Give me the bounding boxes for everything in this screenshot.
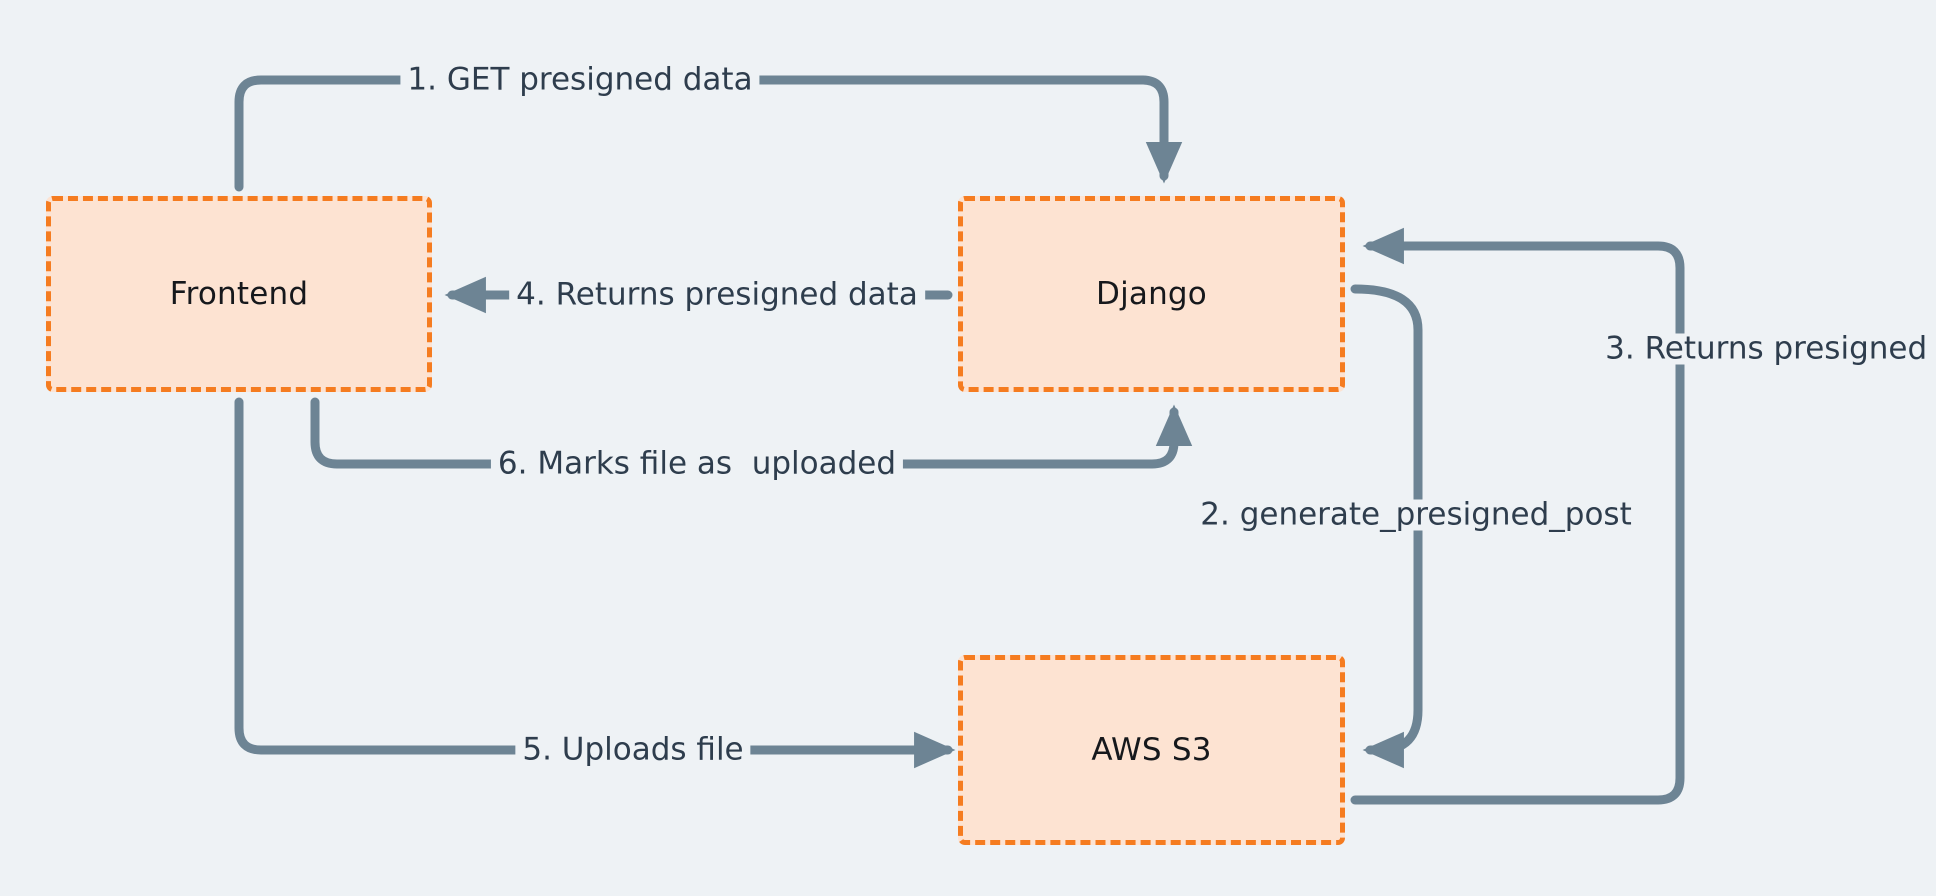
edge-3-path <box>1350 227 1685 805</box>
edge-label-2: 2. generate_presigned_post <box>1193 499 1639 531</box>
edge-label-3: 3. Returns presigned data <box>1598 333 1936 365</box>
edge-label-5: 5. Uploads file <box>515 734 751 766</box>
edge-label-6: 6. Marks file as uploaded <box>490 448 904 480</box>
edge-label-4: 4. Returns presigned data <box>509 279 925 311</box>
node-django[interactable]: Django <box>958 196 1345 392</box>
node-aws-s3-label: AWS S3 <box>1091 732 1212 768</box>
node-aws-s3[interactable]: AWS S3 <box>958 655 1345 845</box>
node-frontend[interactable]: Frontend <box>46 196 432 392</box>
node-frontend-label: Frontend <box>169 276 309 312</box>
edge-label-1: 1. GET presigned data <box>400 64 760 96</box>
edge-5-path <box>234 397 956 769</box>
node-django-label: Django <box>1096 276 1207 312</box>
